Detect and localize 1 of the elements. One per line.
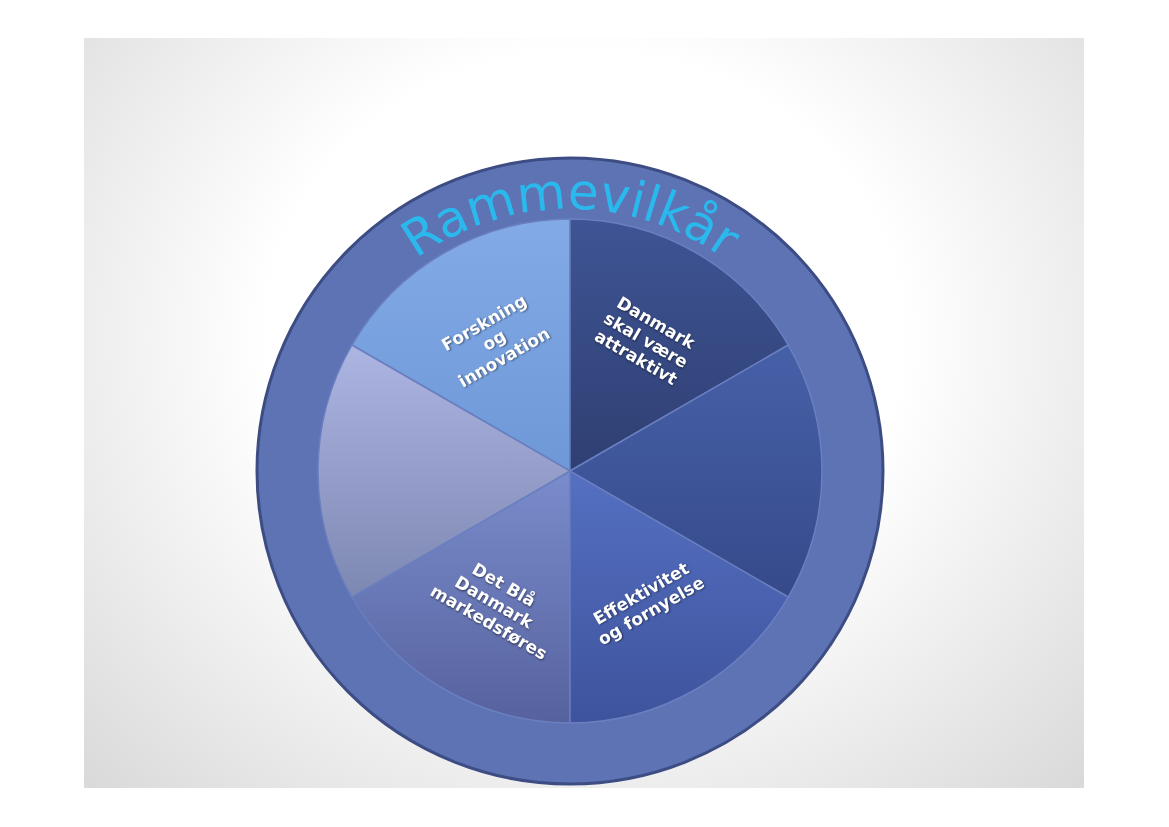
ring-title: Rammevilkår — [391, 162, 750, 269]
